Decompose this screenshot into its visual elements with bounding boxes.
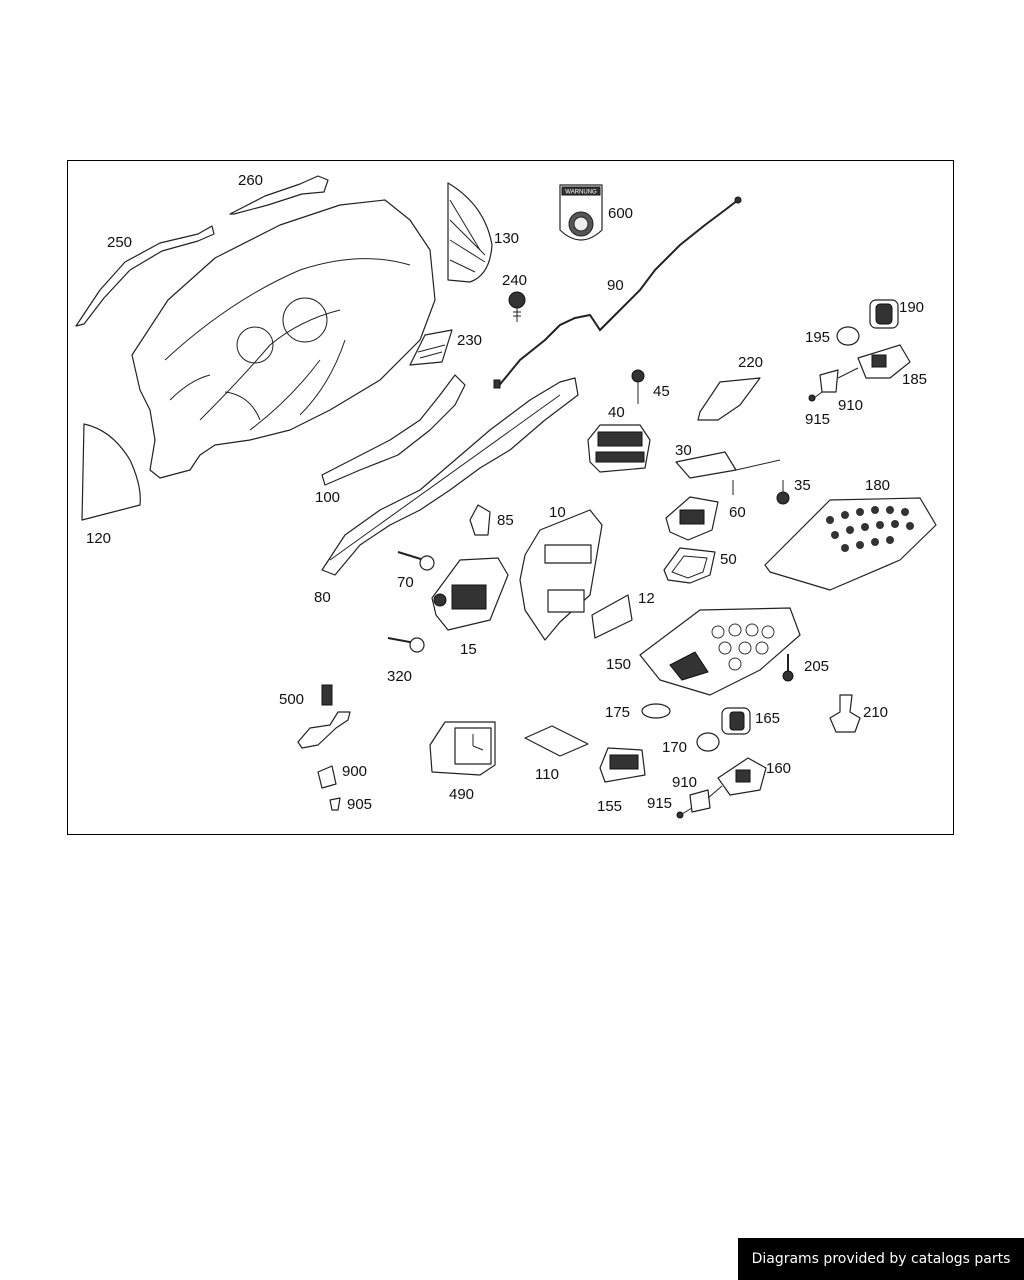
part-70-screw — [397, 551, 435, 571]
callout-500: 500 — [279, 691, 304, 708]
callout-600: 600 — [608, 205, 633, 222]
part-30-cover-plate — [675, 451, 781, 495]
part-230-air-vent — [409, 329, 453, 366]
callout-910a: 910 — [838, 397, 863, 414]
part-35-screw — [776, 480, 790, 505]
part-185-light-housing — [857, 344, 911, 379]
part-600-warning-sticker: WARNUNG — [559, 184, 603, 241]
part-210-push-clip — [829, 694, 861, 733]
callout-165: 165 — [755, 710, 780, 727]
callout-60: 60 — [729, 504, 746, 521]
callout-905: 905 — [347, 796, 372, 813]
callout-100: 100 — [315, 489, 340, 506]
callout-160: 160 — [766, 760, 791, 777]
part-130-side-vent — [447, 182, 493, 283]
callout-70: 70 — [397, 574, 414, 591]
callout-185: 185 — [902, 371, 927, 388]
part-910b-lens — [689, 785, 723, 813]
callout-12: 12 — [638, 590, 655, 607]
callout-45: 45 — [653, 383, 670, 400]
callout-175: 175 — [605, 704, 630, 721]
part-195-bulb — [836, 326, 860, 346]
part-45-screw — [631, 369, 645, 404]
callout-130: 130 — [494, 230, 519, 247]
callout-10: 10 — [549, 504, 566, 521]
callout-80: 80 — [314, 589, 331, 606]
part-170-bulb — [696, 732, 720, 752]
part-40-switch-module — [587, 424, 651, 473]
part-180-lower-panel — [764, 497, 937, 591]
part-10-center-bezel — [519, 509, 603, 641]
part-100-trim-panel — [321, 374, 466, 486]
callout-230: 230 — [457, 332, 482, 349]
callout-915a: 915 — [805, 411, 830, 428]
callout-190: 190 — [899, 299, 924, 316]
part-900-lamp-holder — [317, 765, 337, 789]
part-120-side-cover — [81, 423, 141, 521]
callout-15: 15 — [460, 641, 477, 658]
part-80-dashboard-trim — [321, 377, 579, 576]
callout-35: 35 — [794, 477, 811, 494]
part-15-vent-unit — [431, 557, 509, 631]
part-320-screw — [387, 637, 425, 653]
part-220-bracket — [697, 377, 761, 421]
part-60-holder — [665, 496, 719, 541]
part-90-wiring-cable — [493, 196, 742, 389]
callout-110: 110 — [535, 766, 559, 783]
callout-85: 85 — [497, 512, 514, 529]
callout-210: 210 — [863, 704, 888, 721]
part-150-console-base — [639, 607, 801, 696]
callout-490: 490 — [449, 786, 474, 803]
part-915a-clip — [808, 391, 823, 402]
callout-240: 240 — [502, 272, 527, 289]
callout-900: 900 — [342, 763, 367, 780]
part-915b-clip — [676, 807, 693, 819]
callout-260: 260 — [238, 172, 263, 189]
callout-220: 220 — [738, 354, 763, 371]
callout-40: 40 — [608, 404, 625, 421]
callout-150: 150 — [606, 656, 631, 673]
part-155-switch — [599, 747, 646, 783]
part-240-screw — [508, 291, 526, 322]
callout-180: 180 — [865, 477, 890, 494]
callout-320: 320 — [387, 668, 412, 685]
part-175-lens-disc — [641, 703, 671, 719]
part-160-light-housing — [717, 757, 767, 796]
part-190-lamp-socket — [869, 299, 899, 329]
part-490-clock — [429, 721, 496, 776]
callout-155: 155 — [597, 798, 622, 815]
callout-915b: 915 — [647, 795, 672, 812]
callout-50: 50 — [720, 551, 737, 568]
part-500-bracket — [297, 684, 351, 749]
part-205-screw — [782, 654, 794, 682]
part-85-clip — [469, 504, 491, 536]
footer-credit-badge: Diagrams provided by catalogs parts — [738, 1238, 1024, 1280]
part-50-gasket — [663, 547, 716, 584]
part-905-bulb-clip — [329, 797, 341, 811]
part-12-trim-cover — [591, 594, 633, 639]
callout-90: 90 — [607, 277, 624, 294]
warning-sticker-text: WARNUNG — [565, 190, 597, 196]
callout-195: 195 — [805, 329, 830, 346]
callout-170: 170 — [662, 739, 687, 756]
callout-120: 120 — [86, 530, 111, 547]
part-250-trim-strip — [75, 225, 215, 327]
part-260-trim-strip — [229, 175, 329, 215]
part-910a-lens — [819, 367, 859, 393]
dashboard-body — [131, 199, 436, 479]
callout-910b: 910 — [672, 774, 697, 791]
callout-30: 30 — [675, 442, 692, 459]
callout-250: 250 — [107, 234, 132, 251]
callout-205: 205 — [804, 658, 829, 675]
part-110-cover — [524, 725, 589, 757]
part-165-lamp-socket — [721, 707, 751, 735]
callout-labels: 260 250 130 600 240 90 190 195 185 230 2… — [86, 172, 927, 815]
